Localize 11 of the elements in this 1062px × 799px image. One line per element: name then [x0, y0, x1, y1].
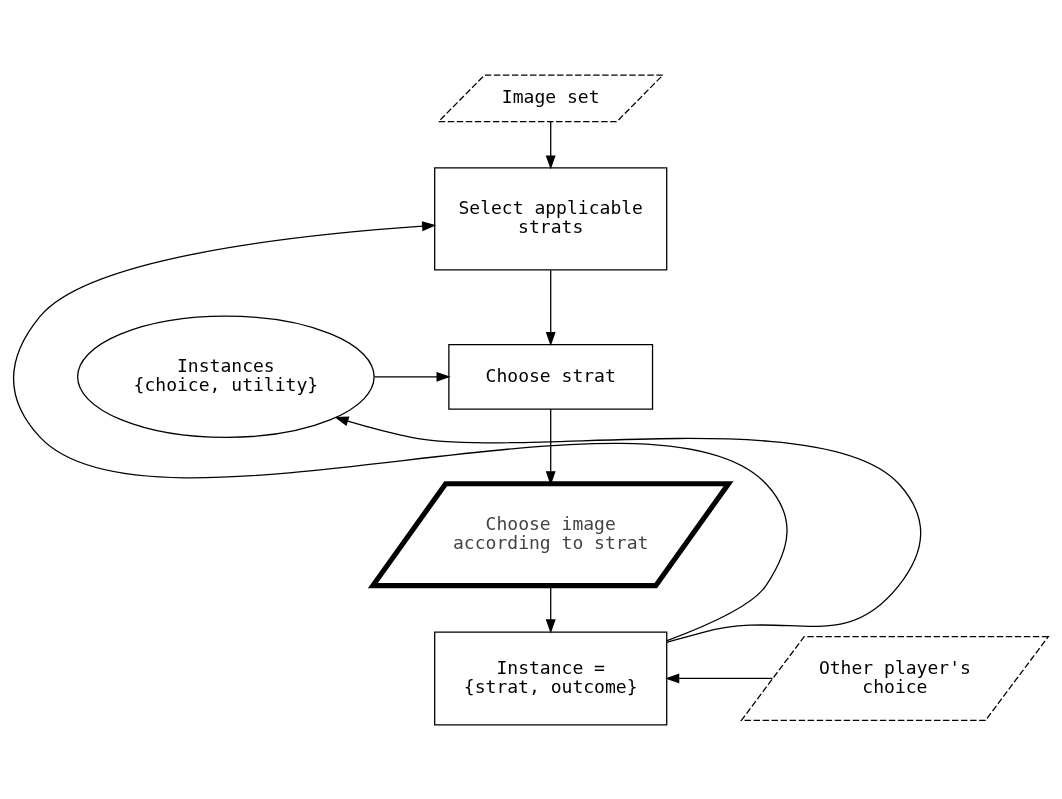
arrow [545, 120, 556, 170]
arrow [665, 672, 774, 683]
arrow [545, 408, 556, 485]
arrow [334, 415, 922, 643]
arrow [545, 269, 556, 346]
node-box: Choose strat [448, 343, 654, 410]
arrow [373, 371, 451, 382]
node-box: Instance = {strat, outcome} [434, 630, 668, 725]
arrow [12, 220, 788, 641]
node-box: Select applicable strats [434, 166, 668, 270]
node-ellipse: Instances {choice, utility} [76, 315, 375, 438]
